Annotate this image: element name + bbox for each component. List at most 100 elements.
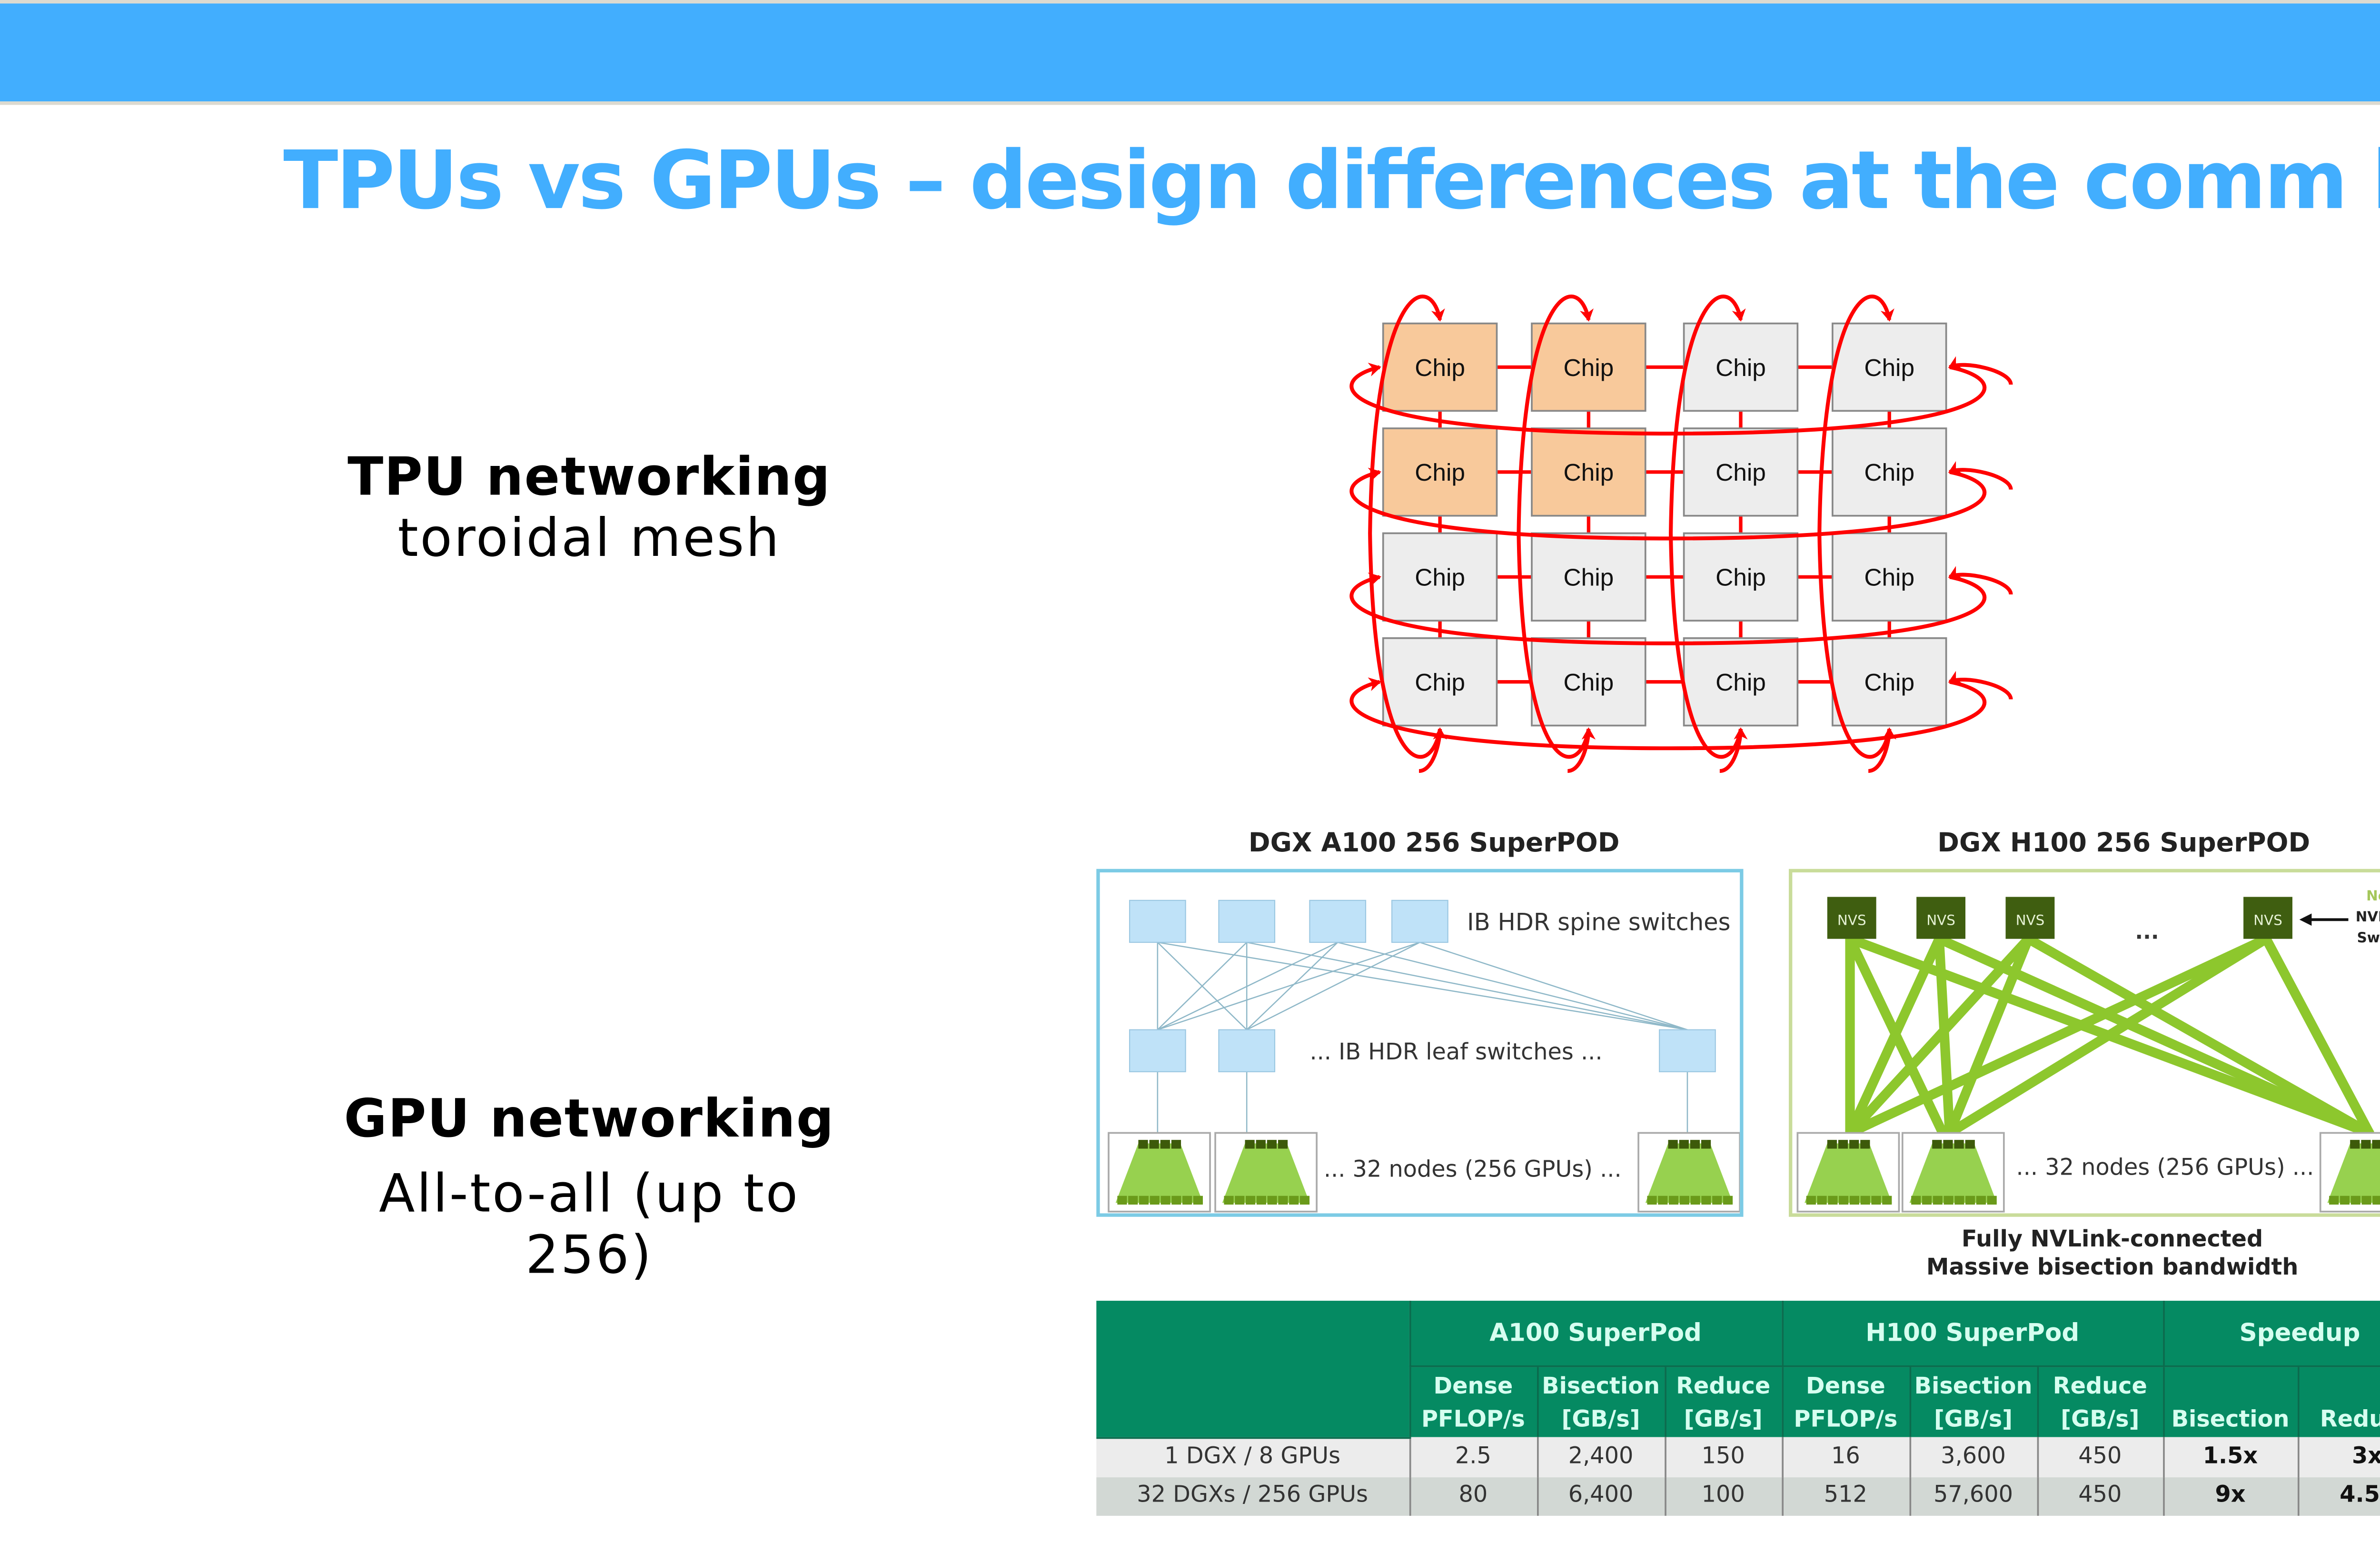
dgx-node: [1901, 1132, 2005, 1213]
nvlink-fabric-icon: [2327, 1143, 2380, 1203]
nvswitch-chip: [1267, 1140, 1277, 1149]
tpu-heading: TPU networking: [347, 447, 831, 509]
nvlink-links: [1845, 934, 2374, 1138]
chip-label: Chip: [1415, 458, 1465, 486]
nvlink-label: NVLink: [2356, 909, 2380, 925]
nvswitch-chip: [1860, 1140, 1870, 1149]
nvswitch-chip: [1943, 1140, 1953, 1149]
column-header-line: Dense: [1433, 1374, 1513, 1401]
gpu-nodes: [1108, 1132, 1740, 1213]
column-header-line: Reduce: [2053, 1374, 2147, 1401]
chip-label: Chip: [1864, 354, 1914, 381]
superpod-comparison-table: A100 SuperPod H100 SuperPod Speedup Dens…: [1096, 1301, 2380, 1515]
table-cell: 4.5x: [2297, 1476, 2380, 1515]
leaf-label: ... IB HDR leaf switches ...: [1309, 1039, 1602, 1065]
nodes-label: ... 32 nodes (256 GPUs) ...: [2016, 1155, 2314, 1181]
wrap-arrow: [1418, 727, 1447, 773]
group-header: A100 SuperPod: [1408, 1301, 1782, 1367]
header-bar-edge: [0, 101, 2380, 105]
gpu-chip: [1933, 1196, 1943, 1205]
chip-label: Chip: [1716, 563, 1766, 591]
wrap-link-horizontal: [1349, 573, 1987, 645]
table-cell: 150: [1664, 1437, 1782, 1477]
nvswitch-chip: [1827, 1140, 1837, 1149]
nvswitch-chip: [1160, 1140, 1170, 1149]
table-cell: 512: [1781, 1476, 1910, 1515]
gpu-chip: [2361, 1196, 2371, 1205]
a100-topology: IB HDR spine switches ... IB HDR leaf sw…: [1108, 900, 1740, 1213]
ib-links: [1157, 941, 1688, 1133]
chip: Chip: [1531, 322, 1646, 412]
header-bar: [0, 3, 2380, 102]
spine-label: IB HDR spine switches: [1467, 908, 1730, 936]
chip: Chip: [1831, 427, 1947, 517]
chip: Chip: [1382, 637, 1498, 727]
chip: Chip: [1531, 637, 1646, 727]
gpu-label: GPU networking All-to-all (up to 256): [309, 1089, 869, 1287]
gpu-nodes: [1796, 1132, 2380, 1213]
nvs-label: NVS: [1926, 912, 1955, 928]
spine-switch: [1309, 900, 1367, 943]
chip-label: Chip: [1564, 354, 1614, 381]
nvlink-fabric-icon: [1115, 1143, 1203, 1203]
header-bar-edge: [0, 0, 2380, 4]
nvswitch-chip: [1679, 1140, 1689, 1149]
gpu-chip: [1658, 1196, 1668, 1205]
gpu-chip: [1839, 1196, 1849, 1205]
wrap-arrow: [1567, 727, 1596, 773]
gpu-heading: GPU networking: [344, 1089, 835, 1151]
wrap-arrow: [1868, 727, 1896, 773]
gpu-chip: [1182, 1196, 1192, 1205]
gpu-chip: [1690, 1196, 1700, 1205]
switch-ellipsis: ...: [2135, 920, 2159, 944]
chip: Chip: [1683, 427, 1799, 517]
chip: Chip: [1831, 322, 1947, 412]
column-header-line: Reduce: [2320, 1407, 2380, 1434]
nvswitch-chip: [1256, 1140, 1266, 1149]
gpu-chip: [1922, 1196, 1932, 1205]
wrap-link-vertical: [1668, 294, 1746, 759]
leaf-switch: [1659, 1029, 1716, 1072]
h100-pod-title: DGX H100 256 SuperPOD: [1937, 827, 2311, 859]
gpu-chip: [1139, 1196, 1149, 1205]
nvlink-fabric-icon: [1805, 1143, 1892, 1203]
table-cell: 2,400: [1536, 1437, 1665, 1477]
chip: Chip: [1382, 322, 1498, 412]
table-cell: 450: [2036, 1437, 2163, 1477]
nvlink-fabric-icon: [1909, 1143, 1997, 1203]
wrap-link-vertical: [1368, 294, 1445, 759]
chip: Chip: [1683, 532, 1799, 622]
gpu-chip: [1817, 1196, 1827, 1205]
gpu-chip: [1944, 1196, 1954, 1205]
nvswitch-chip: [2372, 1140, 2380, 1149]
row-label: 1 DGX / 8 GPUs: [1096, 1437, 1409, 1477]
nvswitch-chip: [1245, 1140, 1255, 1149]
gpu-chip: [1256, 1196, 1266, 1205]
column-header: Reduce: [2297, 1366, 2380, 1437]
gpu-chip: [1701, 1196, 1711, 1205]
column-header: Reduce[GB/s]: [2036, 1366, 2163, 1437]
column-header-line: [GB/s]: [1684, 1407, 1763, 1434]
gpu-chip: [1911, 1196, 1921, 1205]
chip-label: Chip: [1564, 563, 1614, 591]
gpu-chip: [1193, 1196, 1203, 1205]
nvs-label: NVS: [1837, 912, 1866, 928]
table-cell: 1.5x: [2162, 1437, 2298, 1477]
column-header-line: Bisection: [2171, 1407, 2290, 1434]
nvswitch-chip: [1690, 1140, 1700, 1149]
gpu-chip: [1976, 1196, 1986, 1205]
gpu-chip: [1828, 1196, 1838, 1205]
column-header-line: [GB/s]: [1934, 1407, 2013, 1434]
dgx-node: [1637, 1132, 1740, 1213]
spine-switch: [1218, 900, 1276, 943]
leaf-switch: [1129, 1029, 1186, 1072]
table-cell: 9x: [2162, 1476, 2298, 1515]
gpu-chip: [1860, 1196, 1870, 1205]
chip: Chip: [1531, 427, 1646, 517]
arrow-head-icon: [2299, 913, 2312, 926]
